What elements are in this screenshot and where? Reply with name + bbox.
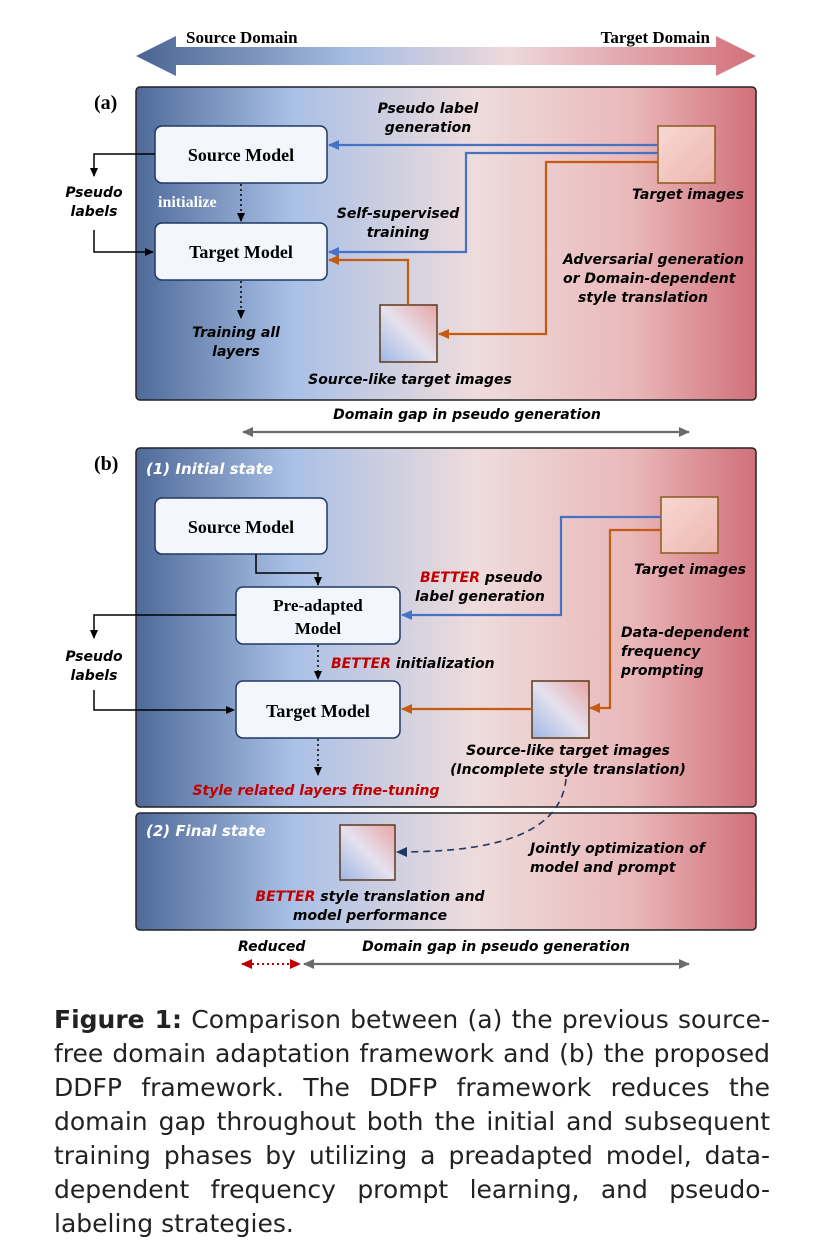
panel-a-pseudo-labels-line1: Pseudo: [65, 185, 123, 201]
panel-b-ddfp-line3: prompting: [620, 663, 704, 679]
panel-b-pseudo-label-out-arrow: [90, 614, 236, 639]
panel-a-target-model-box: [154, 222, 328, 281]
panel-b-better-pseudo-line1: BETTER pseudo: [420, 570, 543, 586]
panel-b-better-init-text: initialization: [391, 656, 495, 672]
panel-b-target-images-label: Target images: [634, 562, 746, 578]
panel-a-source-like-image: [379, 304, 438, 363]
panel-b-source-model-box: [154, 497, 328, 555]
figure-caption: Figure 1: Comparison between (a) the pre…: [54, 1003, 770, 1241]
panel-b-better-init: BETTER initialization: [331, 656, 495, 672]
panel-a-target-image: [657, 125, 716, 184]
domain-arrow: [136, 36, 756, 76]
panel-a-pseudo-gen-line2: generation: [385, 120, 471, 136]
figure-caption-label: Figure 1:: [54, 1005, 183, 1034]
panel-b-better-style-keyword: BETTER: [255, 889, 315, 905]
panel-b-source-like-image: [531, 680, 590, 739]
panel-b-better-pseudo-line2: label generation: [415, 589, 545, 605]
panel-a-pseudo-label-in-arrow: [93, 230, 154, 256]
panel-a-pseudo-labels-line2: labels: [71, 204, 118, 220]
panel-b-better-init-keyword: BETTER: [331, 656, 391, 672]
panel-b-ddfp-line2: frequency: [621, 644, 701, 660]
panel-a-pseudo-label-out-arrow: [90, 153, 155, 177]
panel-b-preadapted-line1: Pre-adapted: [273, 596, 363, 615]
panel-a-training-all-line2: layers: [212, 344, 260, 360]
panel-b-pseudo-labels-line1: Pseudo: [65, 649, 123, 665]
panel-b-target-image: [660, 496, 719, 554]
panel-b-better-style-line1: BETTER style translation and: [255, 889, 485, 905]
panel-a-self-supervised-arrow: [328, 151, 658, 257]
panel-a-self-sup-line2: training: [367, 225, 430, 241]
panel-b-final-state-label: (2) Final state: [146, 822, 266, 840]
panel-a-self-sup-line1: Self-supervised: [337, 206, 461, 222]
panel-a-adversarial-arrow: [438, 160, 658, 339]
panel-b-preadapted-line2: Model: [295, 619, 342, 638]
panel-b-jointly-arrow: [396, 778, 567, 857]
panel-a-domain-gap-label: Domain gap in pseudo generation: [333, 407, 601, 423]
panel-b-jointly-line2: model and prompt: [530, 860, 677, 876]
panel-b-source-like-line2: (Incomplete style translation): [450, 762, 686, 778]
panel-b-ddfp-line1: Data-dependent: [621, 625, 751, 641]
panel-a-initialize-label: initialize: [158, 194, 217, 211]
panel-b-better-style-line2: model performance: [293, 908, 447, 924]
figure-caption-text: Comparison between (a) the previous sour…: [54, 1005, 770, 1238]
panel-a-source-like-to-target-arrow: [328, 255, 410, 305]
panel-a-training-all-line1: Training all: [192, 325, 280, 341]
panel-b-reduced-label: Reduced: [238, 939, 306, 955]
panel-b-better-pseudo-text: pseudo: [480, 570, 543, 586]
panel-b-pseudo-label-in-arrow: [93, 690, 235, 714]
panel-b-label: (b): [94, 453, 118, 475]
panel-a-source-model-label: Source Model: [188, 145, 294, 165]
panel-b-source-like-line1: Source-like target images: [466, 743, 670, 759]
panel-a-label: (a): [94, 92, 117, 114]
panel-b-final-background: [135, 812, 757, 931]
panel-b-better-pseudo-keyword: BETTER: [420, 570, 480, 586]
panel-a-adv-line1: Adversarial generation: [562, 252, 744, 268]
panel-b-better-style-text: style translation and: [315, 889, 485, 905]
panel-b-target-model-label: Target Model: [266, 701, 370, 721]
panel-a-target-model-label: Target Model: [189, 242, 293, 262]
panel-a-source-like-label: Source-like target images: [308, 372, 512, 388]
panel-a-target-images-label: Target images: [632, 187, 744, 203]
panel-b-initial-state-label: (1) Initial state: [146, 460, 273, 478]
target-domain-label: Target Domain: [601, 28, 711, 47]
panel-a-pseudo-gen-line1: Pseudo label: [378, 101, 479, 117]
panel-a-adv-line3: style translation: [578, 290, 708, 306]
panel-b-pseudo-generation-arrow: [401, 515, 661, 620]
panel-b-final-image: [339, 824, 396, 881]
panel-a-adv-line2: or Domain-dependent: [563, 271, 737, 287]
panel-b-target-model-box: [235, 680, 401, 739]
panel-b-source-model-label: Source Model: [188, 517, 294, 537]
panel-b-domain-gap-label: Domain gap in pseudo generation: [362, 939, 630, 955]
source-domain-label: Source Domain: [186, 28, 298, 47]
panel-b-ddfp-arrow: [589, 528, 661, 713]
panel-b-pseudo-labels-line2: labels: [71, 668, 118, 684]
panel-b-style-layers-label: Style related layers fine-tuning: [192, 783, 439, 799]
panel-b-source-to-preadapted-arrow: [255, 554, 322, 586]
panel-b-jointly-line1: Jointly optimization of: [527, 841, 707, 857]
